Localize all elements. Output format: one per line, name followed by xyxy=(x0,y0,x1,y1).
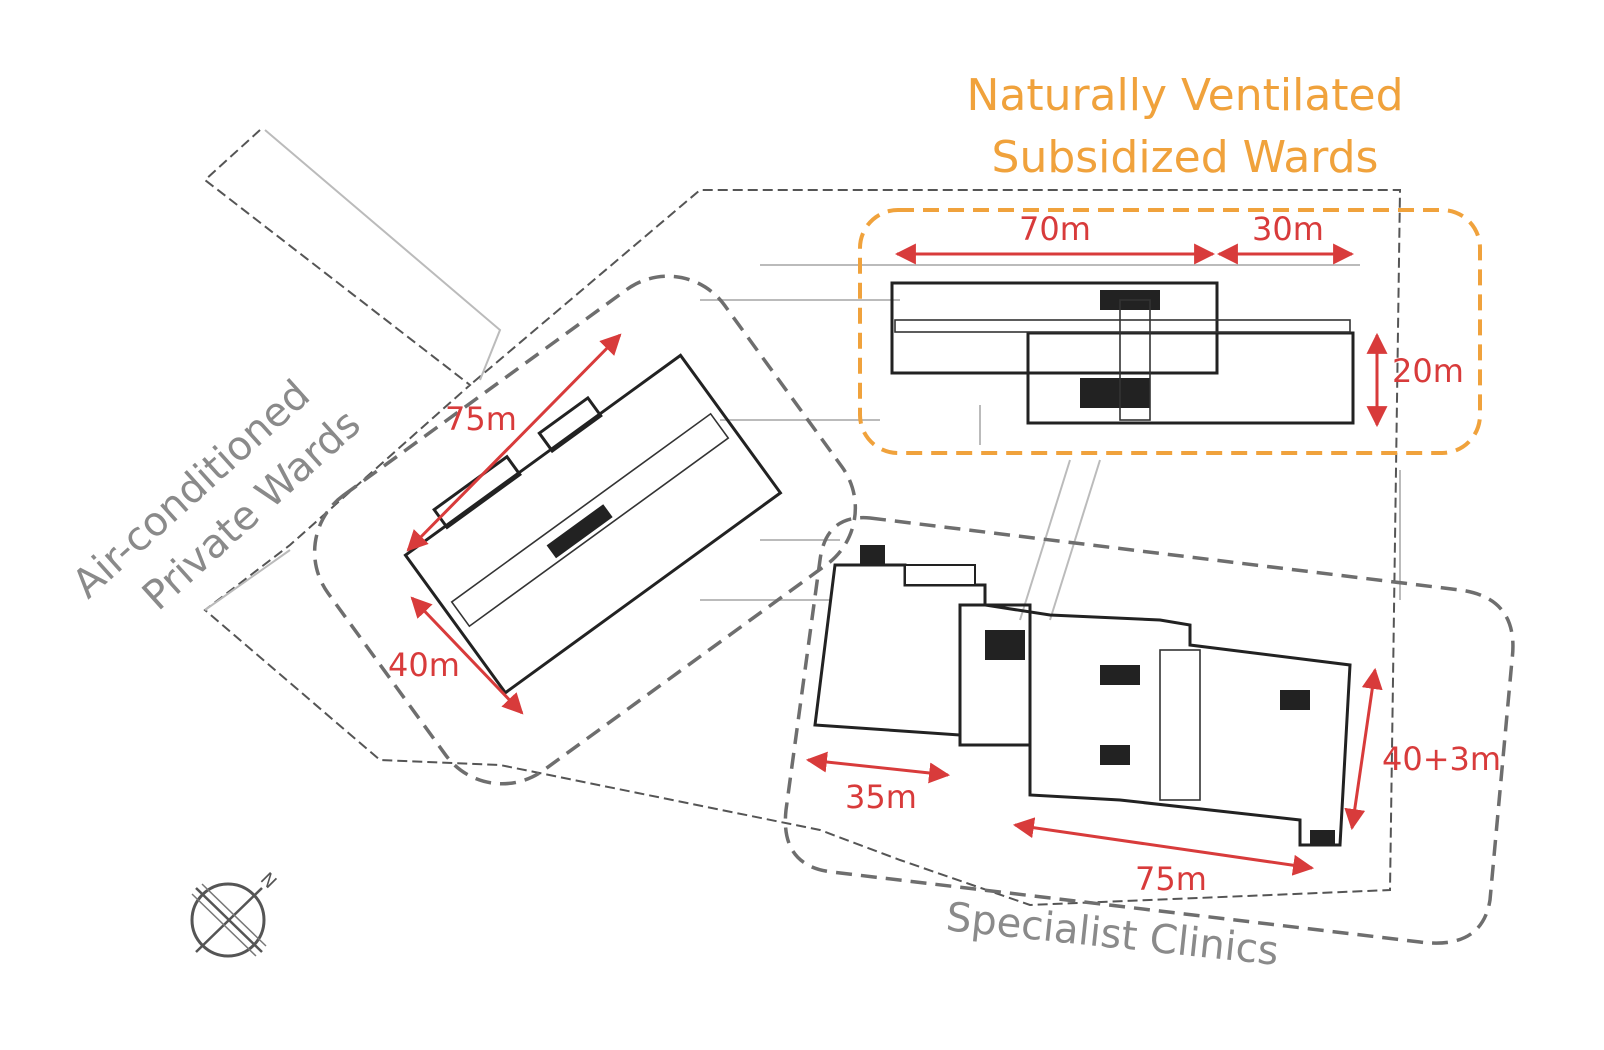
dim-sc-length-left: 35m xyxy=(845,778,917,816)
sc-zone-outline xyxy=(783,515,1515,945)
dim-ac-length: 75m xyxy=(445,400,517,438)
dim-ac-width: 40m xyxy=(388,646,460,684)
site-connectors xyxy=(700,264,1401,621)
dim-nv-length-a: 70m xyxy=(1019,210,1091,248)
dim-nv-length-b: 30m xyxy=(1252,210,1324,248)
nv-zone-label-line2: Subsidized Wards xyxy=(992,132,1379,183)
nv-ward-building xyxy=(890,281,1355,425)
site-boundary xyxy=(203,129,1402,907)
dim-nv-width: 20m xyxy=(1392,352,1464,390)
north-arrow-icon: N xyxy=(190,869,280,958)
nv-zone-outline xyxy=(858,208,1482,455)
dimension-arrows xyxy=(406,243,1388,876)
dim-sc-length-bottom: 75m xyxy=(1135,860,1207,898)
nv-zone-label-line1: Naturally Ventilated xyxy=(966,70,1403,121)
dim-sc-width: 40+3m xyxy=(1382,740,1501,778)
